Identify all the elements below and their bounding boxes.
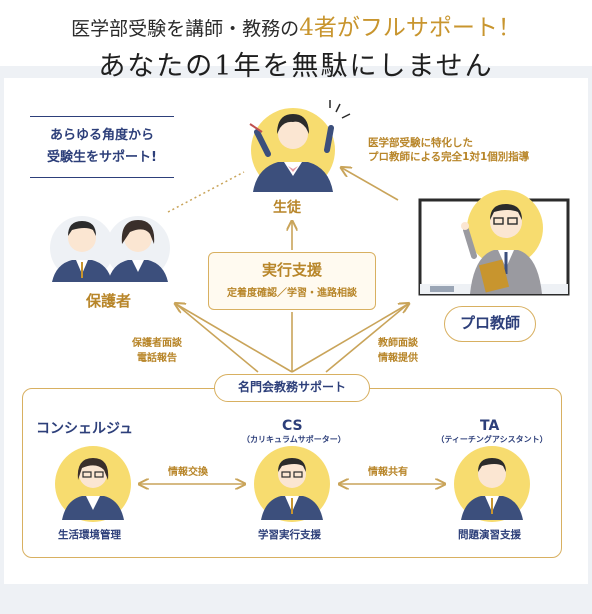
teacher-note-line1: 医学部受験に特化した <box>368 137 473 149</box>
parents-flow-labels: 保護者面談 電話報告 <box>132 336 182 366</box>
pro-teacher-pill: プロ教師 <box>444 306 536 342</box>
headline-accent: 4者がフルサポート！ <box>299 15 521 41</box>
headline-line1: 医学部受験を講師・教務の4者がフルサポート！ <box>0 8 592 42</box>
teacher-flow-labels: 教師面談 情報提供 <box>378 336 418 366</box>
teacher-flow-2: 情報提供 <box>378 353 418 364</box>
concierge-name: コンシェルジュ <box>36 421 134 437</box>
cs-role: 学習実行支援 <box>258 529 321 541</box>
teacher-note-line2: プロ教師による完全1対1個別指導 <box>368 151 530 163</box>
teacher-note: 医学部受験に特化した プロ教師による完全1対1個別指導 <box>368 136 529 164</box>
support-subtitle: 定着度確認／学習・進路相談 <box>227 288 357 299</box>
parents-student-dotted-line <box>167 171 245 213</box>
tagline-line1: あらゆる角度から <box>49 128 154 143</box>
student-label: 生徒 <box>273 200 301 216</box>
tagline-box: あらゆる角度から 受験生をサポート! <box>30 116 174 178</box>
teacher-to-student-arrow <box>342 168 399 201</box>
info-exchange-label: 情報交換 <box>168 467 208 478</box>
ta-role: 問題演習支援 <box>458 529 521 541</box>
ta-name: TA <box>480 418 500 434</box>
student-figure <box>249 100 351 192</box>
header-band <box>0 0 592 66</box>
info-share-label: 情報共有 <box>368 467 408 478</box>
tagline-line2: 受験生をサポート! <box>47 150 157 165</box>
group-title-pill: 名門会教務サポート <box>214 374 370 402</box>
parents-flow-1: 保護者面談 <box>132 338 182 349</box>
concierge-figure <box>55 446 131 522</box>
cs-figure <box>254 446 330 522</box>
to-parents-arrow <box>176 304 293 373</box>
cs-subtitle: （カリキュラムサポーター） <box>242 435 346 444</box>
to-teacher-arrow <box>291 304 408 373</box>
headline-prefix: 医学部受験を講師・教務の <box>71 18 300 40</box>
to-parents-arrow-2 <box>175 303 259 373</box>
execution-support-box: 実行支援 定着度確認／学習・進路相談 <box>208 252 376 310</box>
support-title: 実行支援 <box>261 261 322 279</box>
concierge-role: 生活環境管理 <box>58 529 121 541</box>
parents-figures <box>50 216 170 282</box>
to-teacher-arrow-2 <box>325 303 409 373</box>
pro-teacher-figure <box>418 190 570 296</box>
parents-label: 保護者 <box>86 292 132 310</box>
headline-line2: あなたの1年を無駄にしません <box>98 51 494 82</box>
ta-figure <box>454 446 530 522</box>
ta-subtitle: （ティーチングアシスタント） <box>436 435 548 444</box>
cs-name: CS <box>282 418 303 434</box>
parents-flow-2: 電話報告 <box>137 353 177 364</box>
teacher-flow-1: 教師面談 <box>378 338 418 349</box>
